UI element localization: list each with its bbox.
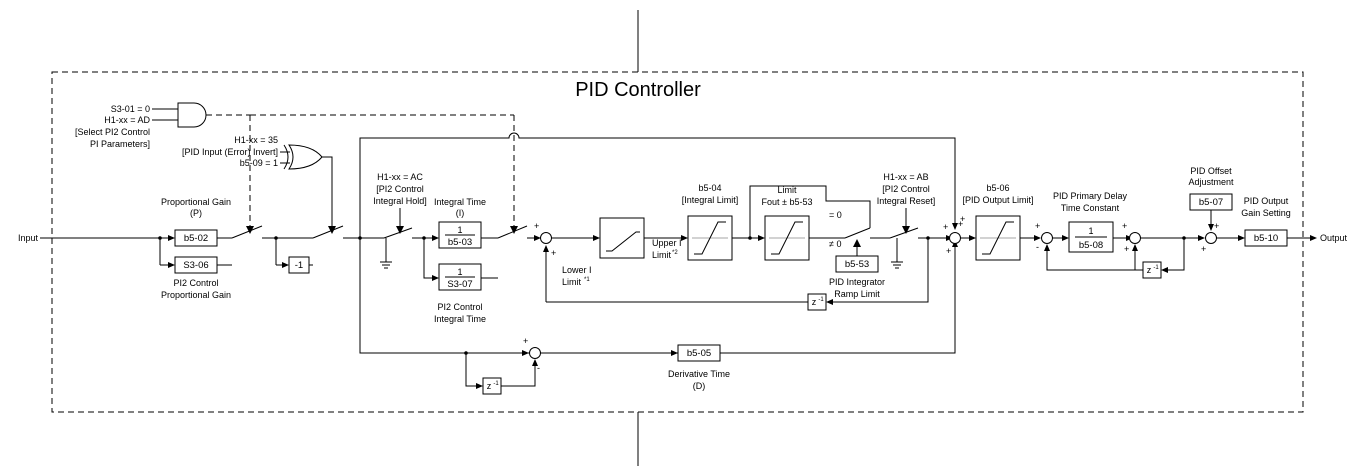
b5-06-label-1: b5-06: [986, 183, 1009, 193]
integral-reset-label-2: [PI2 Control: [882, 184, 930, 194]
svg-text:+: +: [523, 336, 528, 346]
derivative-label-1: Derivative Time: [668, 369, 730, 379]
xor-gate: [288, 144, 323, 170]
b5-05-text: b5-05: [687, 348, 711, 359]
upper-limit-label-2: Limit: [652, 250, 672, 260]
b5-53-text: b5-53: [845, 259, 869, 270]
equal-zero-label: = 0: [829, 210, 842, 220]
xor-input-label-1b: [PID Input (Error) Invert]: [182, 147, 278, 157]
svg-text:+: +: [943, 222, 948, 232]
and-input-label-2: H1-xx = AD: [104, 115, 150, 125]
lower-limit-label-1: Lower I: [562, 265, 592, 275]
integral-hold-label-1: H1-xx = AC: [377, 172, 423, 182]
b5-02-text: b5-02: [184, 233, 208, 244]
svg-text:+: +: [1035, 221, 1040, 231]
svg-text:+: +: [1214, 221, 1219, 231]
pi2-integral-label-2: Integral Time: [434, 314, 486, 324]
svg-text:+: +: [551, 248, 556, 258]
b5-06-label-2: [PID Output Limit]: [962, 195, 1033, 205]
integral-reset-label-3: Integral Reset]: [877, 196, 936, 206]
not-equal-zero-label: ≠ 0: [829, 239, 841, 249]
pi2-proportional-label-2: Proportional Gain: [161, 290, 231, 300]
invert-select-switch: [312, 225, 344, 239]
integral-feedback-z: z: [812, 297, 817, 307]
b5-04-label-1: b5-04: [698, 183, 721, 193]
offset-label-1: PID Offset: [1190, 166, 1232, 176]
svg-text:-1: -1: [818, 297, 824, 303]
proportional-gain-label: Proportional Gain: [161, 197, 231, 207]
integral-reset-label-1: H1-xx = AB: [883, 172, 928, 182]
integral-select-switch: [497, 225, 528, 239]
svg-text:-1: -1: [493, 381, 499, 387]
output-label: Output: [1320, 233, 1348, 243]
svg-text:+: +: [960, 214, 965, 224]
pi2-proportional-label-1: PI2 Control: [173, 278, 218, 288]
lower-limit-label-2: Limit: [562, 277, 582, 287]
limit-label-1: Limit: [777, 185, 797, 195]
and-gate: [177, 102, 207, 128]
ramp-limit-label-1: PID Integrator: [829, 277, 885, 287]
filter-delay-z: z: [1147, 265, 1152, 275]
pi2-integral-label-1: PI2 Control: [437, 302, 482, 312]
upper-limit-label-1: Upper I: [652, 238, 682, 248]
svg-text:*1: *1: [584, 277, 590, 283]
svg-text:+: +: [534, 221, 539, 231]
pid-boundary: [51, 71, 1304, 413]
offset-sum-junction: [1205, 232, 1217, 244]
b5-53-block: [835, 255, 879, 273]
svg-text:+: +: [1122, 221, 1127, 231]
s3-07-text: S3-07: [447, 279, 472, 290]
svg-text:*2: *2: [672, 250, 678, 256]
integral-reset-switch: [889, 227, 919, 239]
invert-text: -1: [295, 260, 303, 271]
svg-text:+: +: [958, 219, 963, 229]
integral-hold-label-3: Integral Hold]: [373, 196, 427, 206]
integral-hold-switch: [383, 227, 413, 239]
b5-03-text: b5-03: [448, 237, 472, 248]
output-sum-junction: [949, 232, 961, 244]
xor-input-label-2: b5-09 = 1: [240, 158, 278, 168]
and-desc-2: PI Parameters]: [90, 139, 150, 149]
b5-10-text: b5-10: [1254, 233, 1278, 244]
and-desc-1: [Select PI2 Control: [75, 127, 150, 137]
gain-label-2: Gain Setting: [1241, 208, 1291, 218]
ramp-limit-switch: [844, 227, 871, 239]
prop-select-switch: [231, 225, 263, 239]
b5-03-numerator: 1: [457, 225, 462, 235]
svg-text:-: -: [537, 363, 540, 373]
input-label: Input: [18, 233, 39, 243]
derivative-label-2: (D): [693, 381, 706, 391]
diagram-title: PID Controller: [575, 79, 701, 101]
xor-input-label-1a: H1-xx = 35: [234, 135, 278, 145]
and-input-label-1: S3-01 = 0: [111, 104, 150, 114]
derivative-delay-z: z: [487, 381, 492, 391]
proportional-gain-sub: (P): [190, 208, 202, 218]
integral-time-sub: (I): [456, 208, 465, 218]
gain-label-1: PID Output: [1244, 196, 1289, 206]
s3-06-text: S3-06: [183, 260, 208, 271]
integral-hold-label-2: [PI2 Control: [376, 184, 424, 194]
ramp-limit-label-2: Ramp Limit: [834, 289, 880, 299]
svg-text:-1: -1: [1153, 265, 1159, 271]
b5-08-text: b5-08: [1079, 240, 1103, 251]
integral-sum-junction: [540, 232, 552, 244]
integrator-block: [599, 217, 645, 259]
b5-07-text: b5-07: [1199, 197, 1223, 208]
delay-accumulator-junction: [1129, 232, 1141, 244]
derivative-sum-junction: [529, 347, 541, 359]
b5-04-label-2: [Integral Limit]: [682, 195, 739, 205]
offset-label-2: Adjustment: [1188, 177, 1234, 187]
b5-08-numerator: 1: [1088, 226, 1093, 236]
svg-text:+: +: [946, 246, 951, 256]
delay-label-1: PID Primary Delay: [1053, 191, 1128, 201]
limit-label-2: Fout ± b5-53: [762, 197, 813, 207]
s3-07-numerator: 1: [457, 267, 462, 277]
integral-time-label: Integral Time: [434, 197, 486, 207]
svg-text:+: +: [1201, 244, 1206, 254]
svg-text:+: +: [1124, 244, 1129, 254]
svg-text:-: -: [1036, 242, 1039, 252]
delay-label-2: Time Constant: [1061, 203, 1120, 213]
delay-sum-junction: [1041, 232, 1053, 244]
